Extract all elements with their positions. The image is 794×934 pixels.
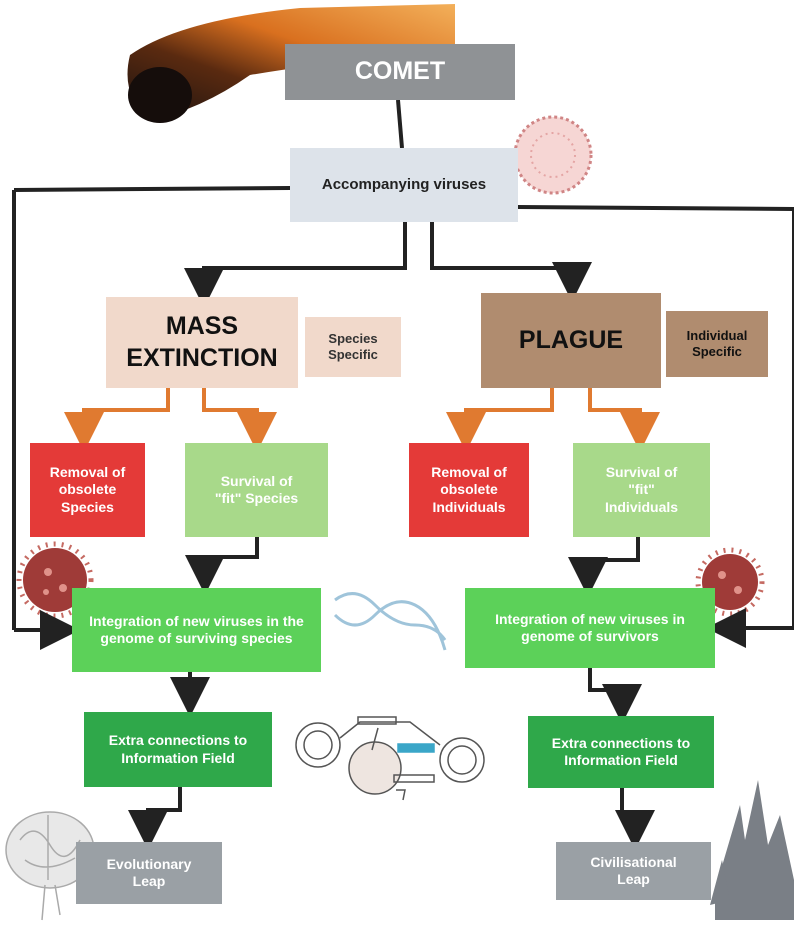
removal-species-box: Removal of obsolete Species xyxy=(30,443,145,537)
mass-extinction-box: MASS EXTINCTION xyxy=(106,297,298,388)
civilisational-leap-box: Civilisational Leap xyxy=(556,842,711,900)
individual-specific-box: Individual Specific xyxy=(666,311,768,377)
city-icon xyxy=(710,780,794,920)
orange-arrow-removal-individuals xyxy=(446,388,554,452)
extra-connections-right-box: Extra connections to Information Field xyxy=(528,716,714,788)
connector-comet-viruses xyxy=(396,99,404,149)
cell-diagram-icon xyxy=(295,716,485,801)
evolutionary-leap-box: Evolutionary Leap xyxy=(76,842,222,904)
connector-top-right xyxy=(517,205,794,211)
species-specific-box: Species Specific xyxy=(305,317,401,377)
connector-integration-extra-right xyxy=(588,668,642,724)
connector-survival-species xyxy=(185,537,259,595)
removal-individuals-box: Removal of obsolete Individuals xyxy=(409,443,529,537)
connector-to-plague xyxy=(430,222,592,302)
connector-extra-leap-right xyxy=(615,787,655,850)
virus-icon xyxy=(695,547,765,617)
plague-box: PLAGUE xyxy=(481,293,661,388)
viruses-box: Accompanying viruses xyxy=(290,148,518,222)
survival-species-box: Survival of "fit" Species xyxy=(185,443,328,537)
integration-survivors-box: Integration of new viruses in genome of … xyxy=(465,588,715,668)
survival-individuals-box: Survival of "fit" Individuals xyxy=(573,443,710,537)
integration-species-box: Integration of new viruses in the genome… xyxy=(72,588,321,672)
dna-icon xyxy=(333,592,447,651)
connector-top-left xyxy=(13,186,291,192)
orange-arrow-survival-individuals xyxy=(588,388,660,452)
extra-connections-left-box: Extra connections to Information Field xyxy=(84,712,272,787)
comet-box: COMET xyxy=(285,44,515,100)
orange-arrow-removal-species xyxy=(64,388,170,452)
connector-extra-leap-left xyxy=(128,787,182,850)
virus-icon xyxy=(513,115,593,195)
connector-survival-individuals xyxy=(568,537,640,597)
orange-arrow-survival-species xyxy=(202,388,277,452)
connector-to-mass-extinction xyxy=(184,222,407,308)
